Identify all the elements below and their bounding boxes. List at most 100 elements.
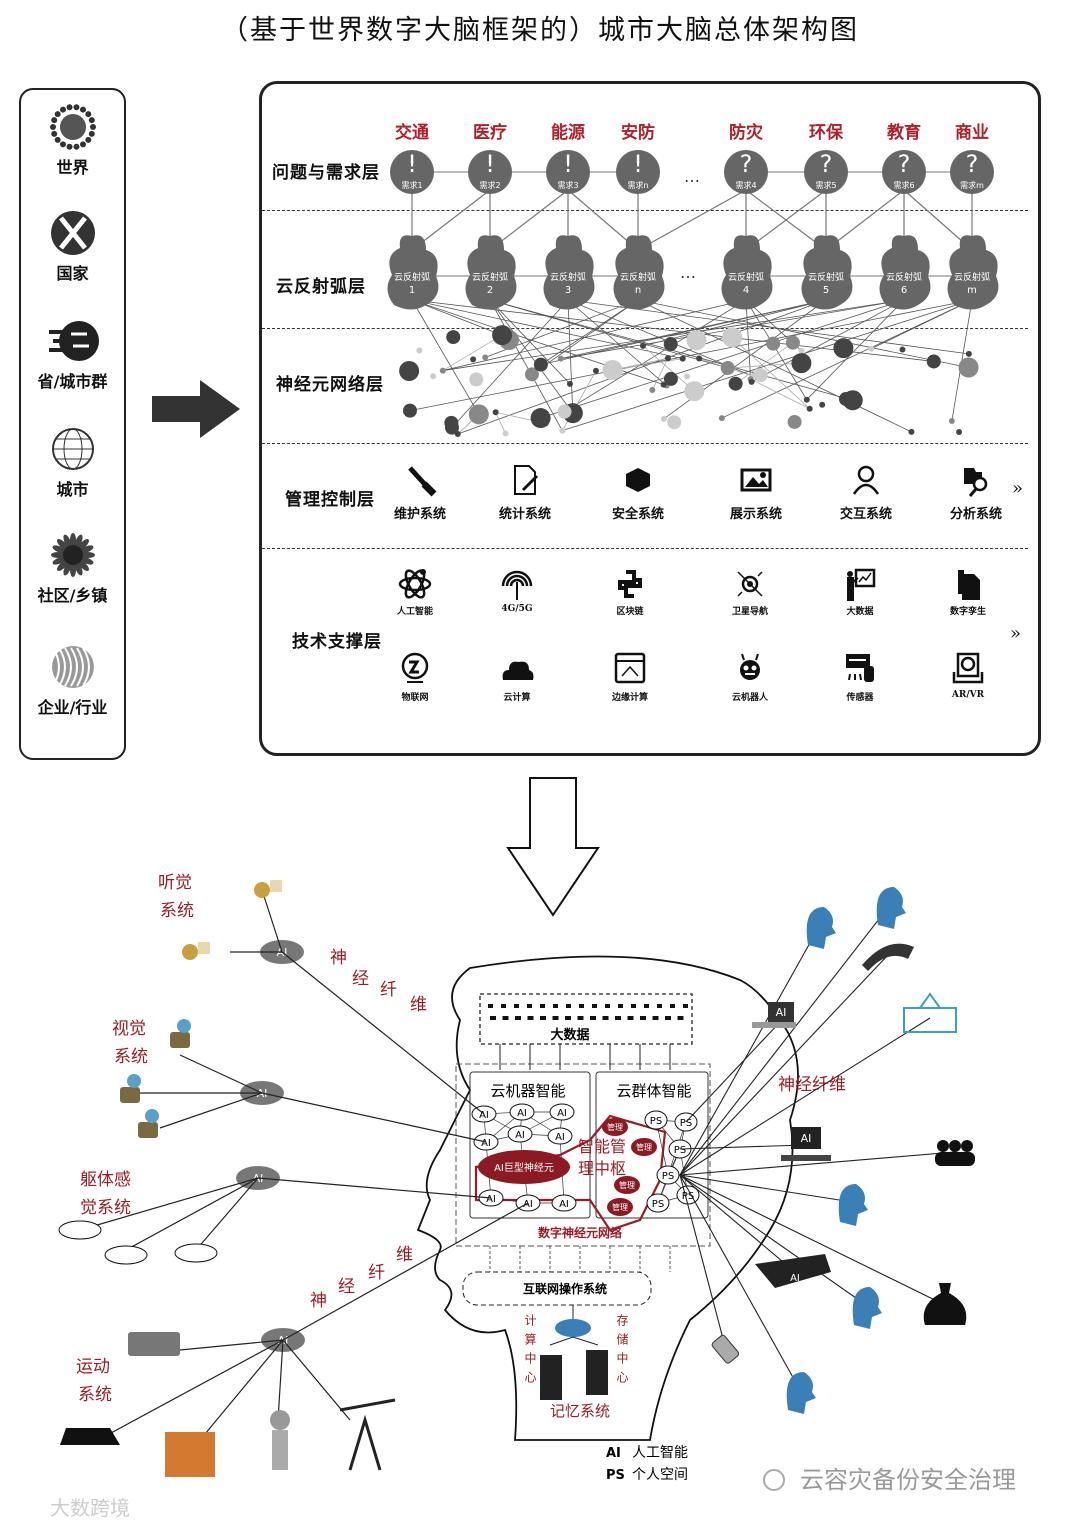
cloud-arc-shape [801, 235, 853, 310]
demand-symbol: ! [407, 150, 417, 178]
data-dot [514, 1004, 519, 1008]
legend-text: 个人空间 [632, 1467, 688, 1483]
wire-globe-icon [51, 428, 94, 470]
neuron-node [602, 360, 623, 381]
glasses-ai-label: AI [790, 1273, 800, 1284]
neuron-node [566, 380, 573, 387]
neuron-node [926, 354, 941, 369]
neuron-link [735, 342, 794, 385]
data-dot [670, 1004, 675, 1008]
speed-ball-icon [48, 321, 99, 361]
arc-neuron-link [806, 299, 905, 400]
nerve-fiber-line [679, 1017, 931, 1176]
ai-node-label: AI [481, 1138, 491, 1149]
people-icon [949, 1140, 961, 1152]
cloud-arc-label: 云反射弧 [886, 271, 922, 283]
demand-arc-link [489, 189, 569, 251]
people-icon [937, 1140, 949, 1152]
tech-label: 云机器人 [731, 693, 769, 703]
neuron-node [454, 431, 461, 438]
neuron-node [696, 355, 703, 362]
neuron-node [833, 338, 854, 359]
scale-level-label: 国家 [56, 264, 89, 283]
data-dot [527, 1004, 532, 1008]
big-data-label: 大数据 [550, 1027, 589, 1043]
ai-node-label: AI [515, 1130, 525, 1141]
nerve-fiber-line [257, 1177, 492, 1199]
demand-label: 需求3 [557, 180, 578, 190]
neuron-node [468, 404, 489, 425]
scale-level-3: 城市 [21, 424, 124, 500]
demand-label: 需求4 [735, 180, 756, 190]
neuron-node [470, 356, 477, 363]
data-dot [579, 1004, 584, 1008]
scale-level-label: 省/城市群 [37, 372, 108, 391]
demand-arc-link [637, 189, 747, 251]
demand-arc-neuron-diagram: !需求1!需求2!需求3!需求n?需求4?需求5?需求6?需求m云反射弧1云反射… [387, 150, 999, 684]
robot-figure-icon [272, 1430, 288, 1470]
cloud-arc-shape [947, 235, 999, 310]
laptop-ai-label: AI [776, 1006, 787, 1019]
neuron-node [785, 335, 800, 350]
data-dot [631, 1004, 636, 1008]
management-system-label: 展示系统 [729, 507, 783, 522]
category-label: 医疗 [473, 123, 507, 143]
cloud-arc-number: 2 [487, 285, 493, 296]
neuron-node [492, 325, 513, 346]
satellite-icon [737, 571, 763, 597]
manage-node [631, 1138, 657, 1156]
neuron-node [530, 408, 551, 429]
neuron-node [868, 345, 875, 352]
nerve-fiber-line [281, 951, 485, 1115]
hub-label-line1: 智能管 [578, 1137, 626, 1156]
more-management-icon[interactable]: » [1012, 478, 1024, 499]
cloud-arc-number: m [967, 285, 977, 296]
presentation-chart-icon [847, 568, 876, 601]
data-dot [592, 1004, 597, 1008]
tech-label: 边缘计算 [611, 693, 649, 703]
category-label: 安防 [621, 123, 655, 143]
demand-symbol: ? [740, 150, 753, 178]
neuron-node [639, 342, 646, 349]
scale-level-2: 省/城市群 [21, 316, 124, 392]
neuron-node [492, 409, 499, 416]
data-dot [640, 1016, 646, 1020]
ai-node-label: AI [557, 1108, 567, 1119]
demand-node [804, 150, 848, 194]
ps-node-label: PS [682, 1191, 694, 1202]
management-system-label: 安全系统 [611, 507, 665, 522]
ar-glasses-icon [755, 1254, 831, 1288]
demand-node [546, 150, 590, 194]
cloud-arc-label: 云反射弧 [394, 271, 430, 283]
management-system-label: 分析系统 [949, 507, 1003, 522]
data-dot [566, 1004, 571, 1008]
neuron-node [798, 347, 805, 354]
watermark-left: 大数跨境 [50, 1496, 130, 1520]
data-dot [605, 1004, 610, 1008]
neuron-node [557, 355, 564, 362]
nerve-fiber-line [282, 1202, 529, 1341]
cloud-arc-number: 5 [823, 285, 829, 296]
neuron-link [651, 358, 669, 391]
arc-neuron-link [637, 299, 912, 433]
laptop-icon [768, 1002, 794, 1022]
data-dot [627, 1016, 634, 1020]
os-box [462, 1271, 652, 1306]
cloud-arc-shape [721, 235, 773, 310]
cloud-arc-number: n [635, 285, 641, 296]
manage-node [607, 1198, 633, 1216]
data-dot [540, 1016, 546, 1020]
nerve-fiber-label-lower: 维 [396, 1245, 413, 1265]
robot-figure-icon [270, 1410, 290, 1430]
storage-center-label: 存储中心 [615, 1314, 629, 1390]
neuron-node [819, 401, 826, 408]
neuron-network-label: 数字神经元网络 [538, 1225, 622, 1240]
nerve-fiber-line [679, 904, 891, 1176]
neuron-node [748, 378, 755, 385]
demand-symbol: ? [820, 150, 833, 178]
neuron-node [667, 415, 682, 430]
demand-label: 需求m [960, 180, 984, 190]
layer-neuron-label: 神经元网络层 [276, 375, 384, 395]
more-tech-icon[interactable]: » [1010, 623, 1022, 644]
os-label: 互联网操作系统 [523, 1281, 607, 1296]
